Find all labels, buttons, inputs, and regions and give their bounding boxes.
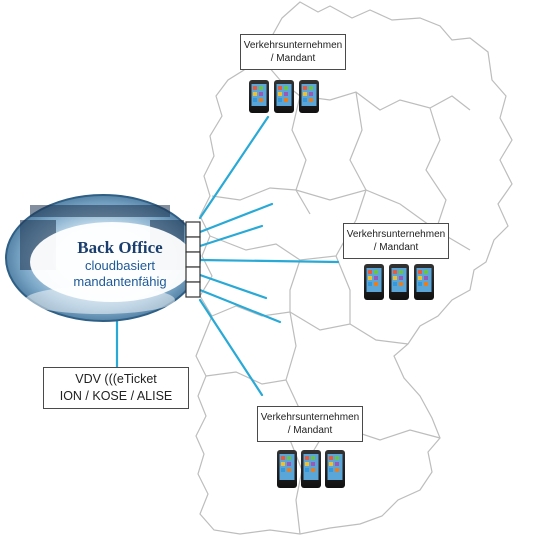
map-outline [195,1,513,535]
connector-lines [115,115,340,397]
phone-icon [277,450,297,488]
back-office-cloud [5,194,201,322]
phone-icon [301,450,321,488]
state-border [291,95,311,215]
phone-icon [364,264,384,300]
phone-group-1 [249,80,319,113]
cloud-highlight [30,222,194,302]
tenant-box-1: Verkehrsunternehmen / Mandant [240,34,346,70]
state-border [205,371,287,385]
connector-line [198,258,340,264]
back-office-subtitle-tenant: mandantenfähig [73,274,167,289]
phone-icon [414,264,434,300]
phone-icon [299,80,319,113]
connector-line [198,115,270,220]
rack-slot [185,281,201,298]
back-office-title: Back Office [77,238,163,257]
phone-icon [325,450,345,488]
connector-line [198,273,268,300]
state-border [335,255,351,324]
connector-line [198,288,282,324]
map-of-germany [195,1,513,535]
vdv-systems: ION / KOSE / ALISE [59,389,173,403]
tenant-label: Verkehrsunternehmen [346,229,446,240]
tenant-label: Verkehrsunternehmen [243,40,343,51]
cloud-haze [25,286,175,314]
tenant-sublabel: / Mandant [287,425,333,436]
connector-line [198,224,264,248]
phone-group-2 [364,264,434,300]
vdv-eticket-box: VDV (((eTicket ION / KOSE / ALISE [43,367,189,409]
state-border [301,429,441,471]
state-border [211,305,409,345]
phone-icon [249,80,269,113]
tenant-box-2: Verkehrsunternehmen / Mandant [343,223,449,259]
state-border [289,259,301,312]
state-border [349,91,367,221]
vdv-label: VDV (((eTicket [75,372,157,386]
connector-line [198,202,274,234]
tenant-box-3: Verkehrsunternehmen / Mandant [257,406,363,442]
tenant-sublabel: / Mandant [373,242,419,253]
phone-icon [274,80,294,113]
tenant-sublabel: / Mandant [270,53,316,64]
phone-icon [389,264,409,300]
screen-bar [30,205,170,217]
back-office-subtitle-cloud: cloudbasiert [84,258,156,273]
tenant-label: Verkehrsunternehmen [260,412,360,423]
state-border [209,219,357,261]
connector-line [198,298,264,397]
phone-group-3 [277,450,345,488]
server-rack [185,221,201,298]
rack-slot [185,221,201,238]
state-border [211,187,437,231]
